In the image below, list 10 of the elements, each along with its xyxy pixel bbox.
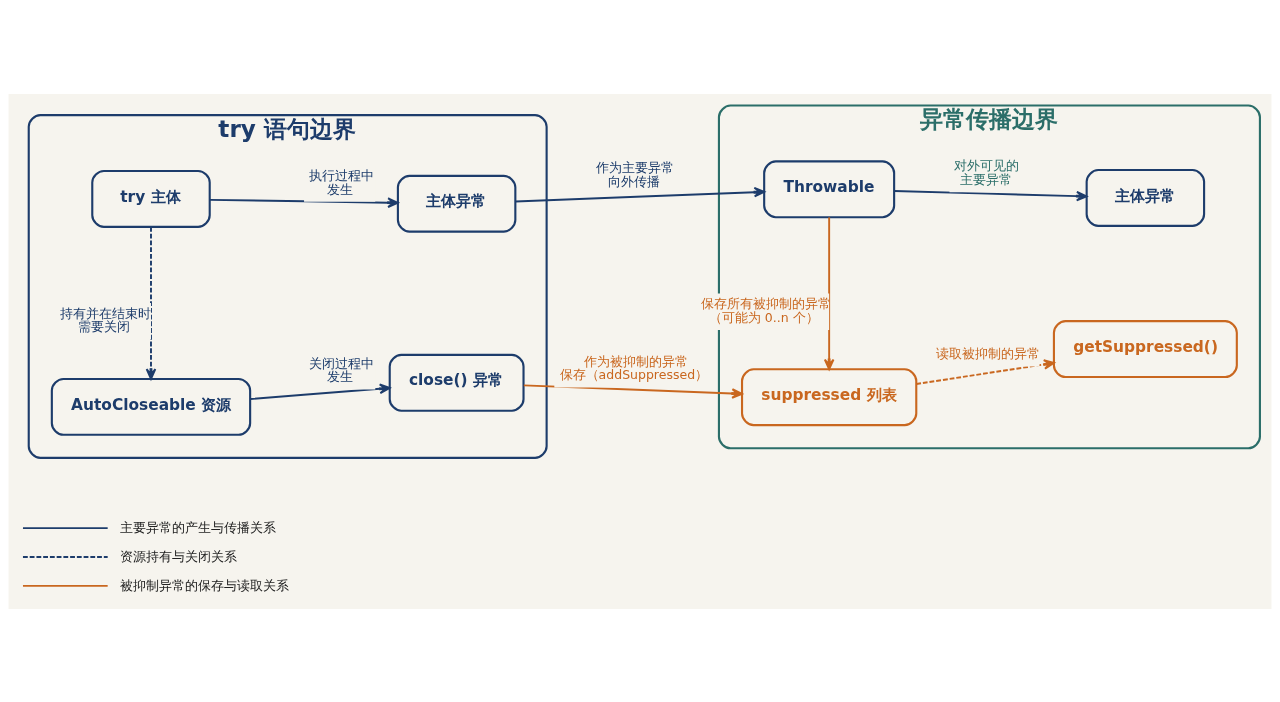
- edge-label: 作为被抑制的异常保存（addSuppressed）: [559, 353, 709, 382]
- legend-label: 主要异常的产生与传播关系: [120, 519, 277, 535]
- edge-label: 持有并在结束时需要关闭: [59, 305, 151, 334]
- edge-label: 作为主要异常向外传播: [596, 159, 675, 189]
- edge-label: 关闭过程中发生: [308, 355, 374, 384]
- edge-label: 执行过程中发生: [308, 167, 374, 197]
- edge-label: 读取被抑制的异常: [936, 345, 1040, 361]
- legend-label: 资源持有与关闭关系: [120, 548, 238, 564]
- edge-label: 对外可见的主要异常: [954, 157, 1020, 187]
- legend-label: 被抑制异常的保存与读取关系: [120, 577, 290, 593]
